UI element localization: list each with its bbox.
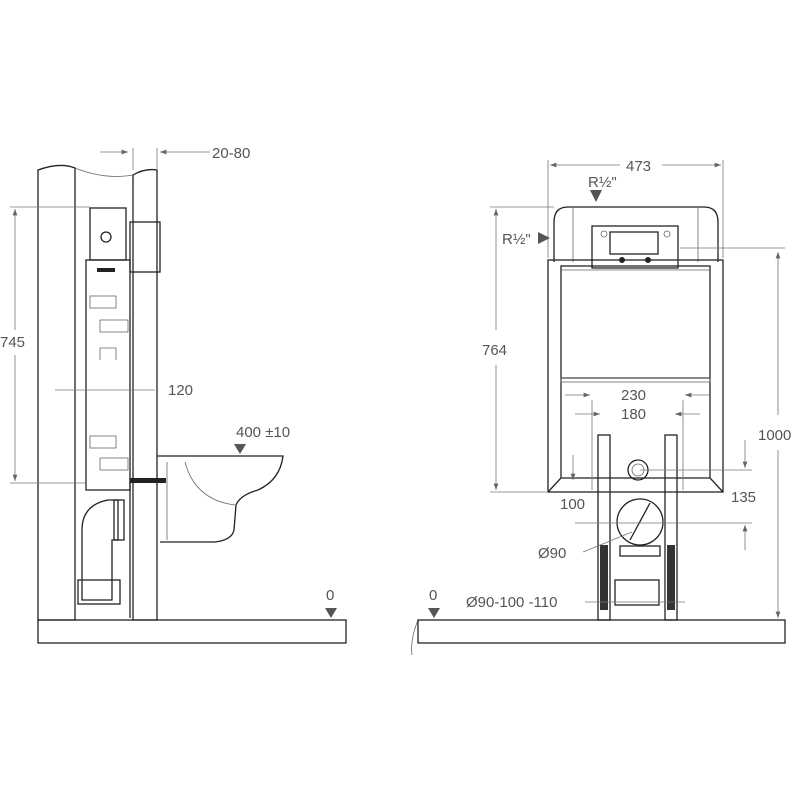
floor-level-front: 0: [429, 587, 437, 604]
floor-level-marker-icon: [428, 608, 440, 618]
inlet-side-label: R½": [502, 231, 531, 248]
mounting-frame: [547, 259, 724, 493]
front-view: 473 R½" R½" 764 1000 230 180 100 135 Ø90…: [411, 158, 791, 656]
side-view: 20-80 745 120 400 ±10 0: [0, 145, 347, 644]
dim-wall-gap: 20-80: [212, 145, 250, 162]
dim-outlet-diameter: Ø90: [538, 545, 566, 562]
dim-depth-120: 120: [168, 382, 193, 399]
floor-level-side: 0: [326, 587, 334, 604]
dim-bowl-height: 400 ±10: [236, 424, 290, 441]
wall-hung-bowl: [157, 455, 284, 543]
dim-bolt-spacing-180: 180: [621, 406, 646, 423]
floor: [417, 619, 786, 644]
floor: [37, 619, 347, 644]
dim-height-745: 745: [0, 334, 25, 351]
front-wall: [132, 168, 158, 621]
dim-inlet-offset-100: 100: [560, 496, 585, 513]
rear-wall: [37, 164, 76, 621]
cistern-top: [553, 206, 719, 269]
dim-outlet-offset-135: 135: [731, 489, 756, 506]
floor-break-line: [411, 619, 419, 656]
dim-bolt-spacing-230: 230: [621, 387, 646, 404]
support-legs: [597, 434, 678, 621]
dim-total-height-1000: 1000: [758, 427, 791, 444]
dim-drain-diameter: Ø90-100 -110: [466, 594, 557, 611]
inlet-top-label: R½": [588, 174, 617, 191]
inlet-side-arrow-icon: [538, 232, 550, 244]
floor-level-marker-icon: [325, 608, 337, 618]
outlet-pipe: [616, 498, 664, 546]
dim-frame-height-764: 764: [482, 342, 507, 359]
wall-break-line: [74, 167, 134, 177]
mounting-frame: [77, 207, 166, 618]
bowl-height-marker-icon: [234, 444, 246, 454]
dim-width-473: 473: [626, 158, 651, 175]
inlet-top-arrow-icon: [590, 190, 602, 202]
